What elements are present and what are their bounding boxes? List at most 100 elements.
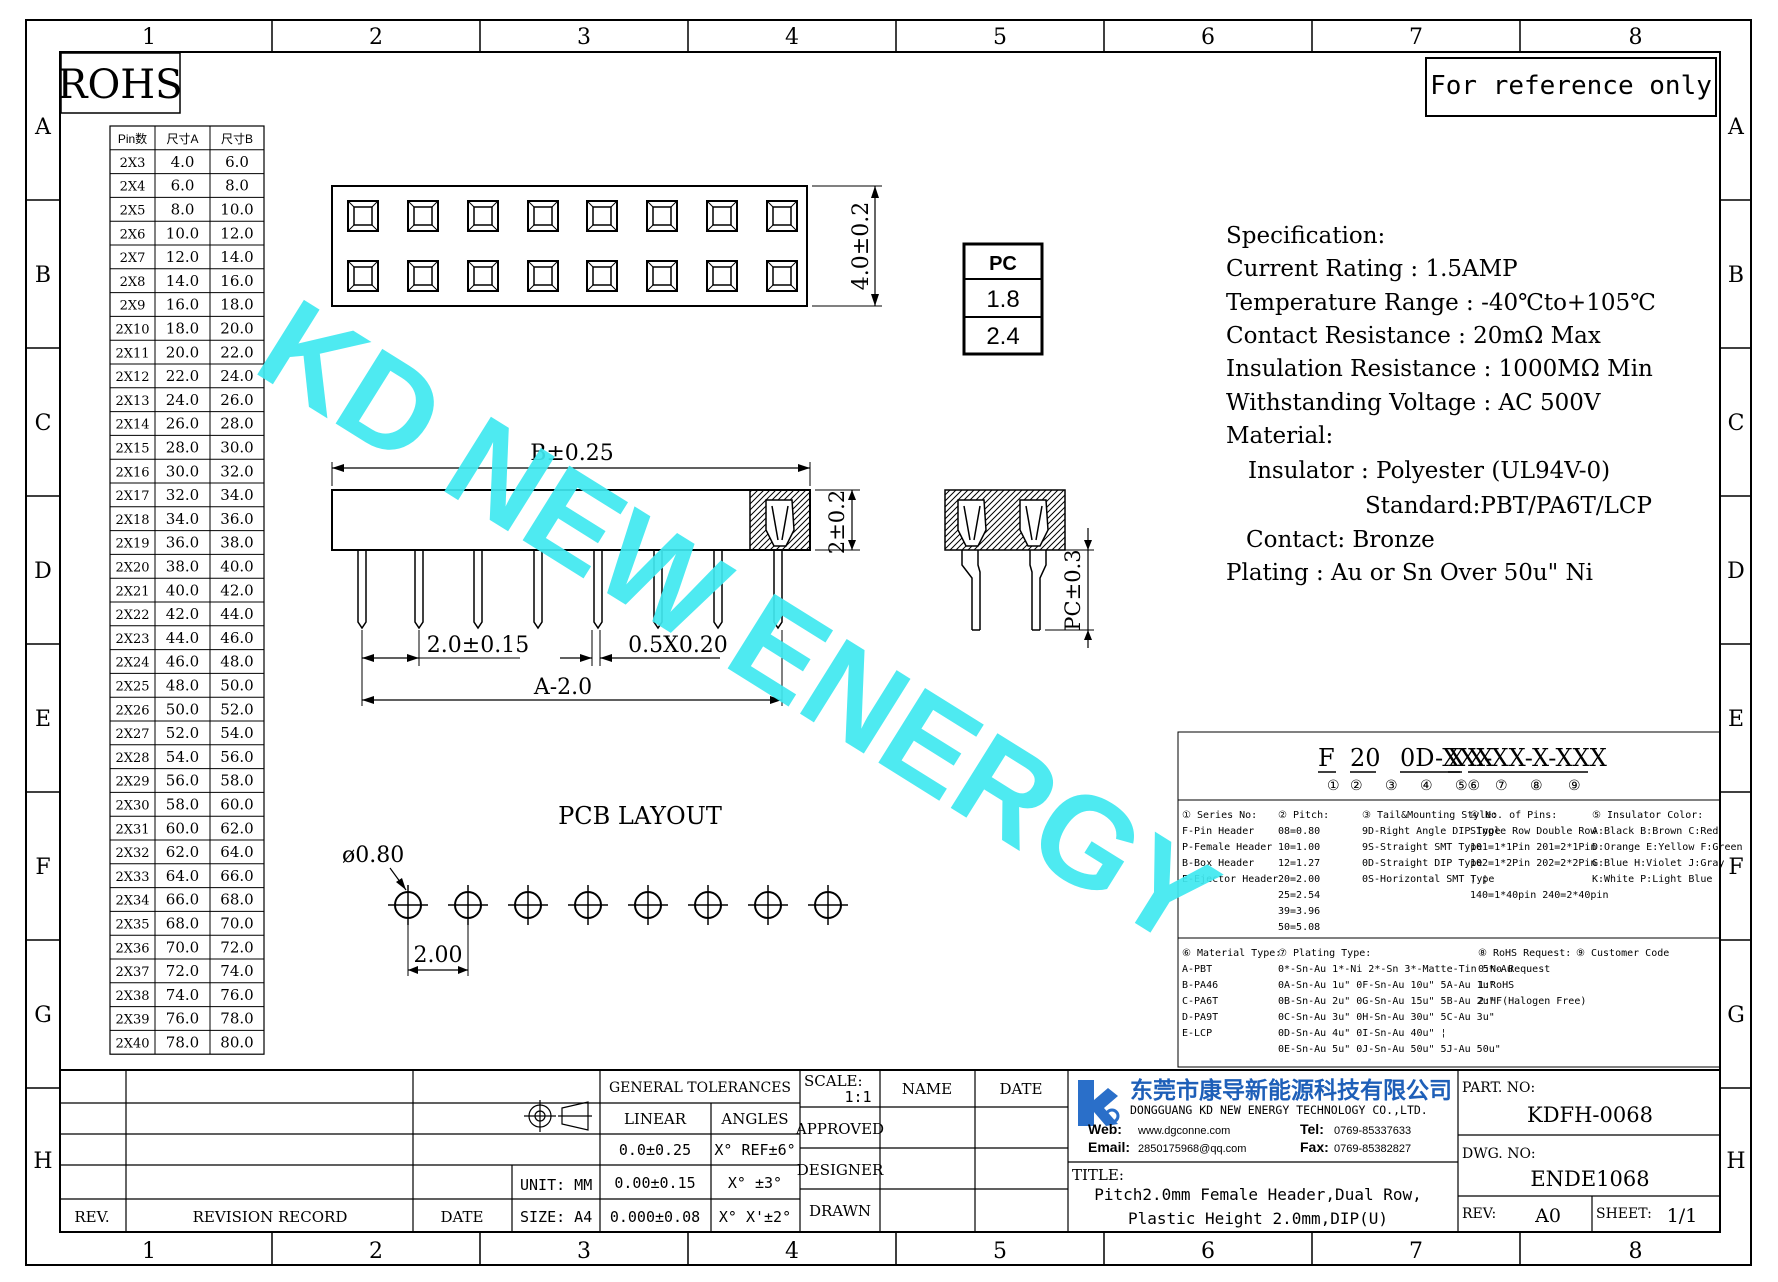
legend-line: 0:No Request [1478,964,1550,975]
spec-line: Plating : Au or Sn Over 50u" Ni [1226,560,1593,586]
part-code-number: ⑨ [1568,777,1581,793]
legend-line: 0D-Straight DIP Type [1362,858,1482,869]
contact-cell [467,260,499,292]
linear-3: 0.000±0.08 [610,1208,700,1226]
legend-line: ⑦ Plating Type: [1278,948,1371,959]
pcb-layout-label: PCB LAYOUT [558,802,722,830]
legend-line: P-Female Header [1182,842,1272,853]
legend-line: 1:RoHS [1478,980,1514,991]
side-pin [473,550,483,630]
dim-table-cell: 20.0 [166,343,199,361]
layout-pitch-dim: 2.00 [414,943,463,968]
dim-table-cell: 2X9 [120,299,146,314]
contact-cell-inner [652,206,672,226]
dim-table-cell: 2X17 [115,489,149,504]
dim-table-cell: 20.0 [220,320,253,338]
dim-table-cell: 10.0 [166,224,199,242]
dim-table-cell: 38.0 [220,534,253,552]
dim-table-cell: 46.0 [166,653,199,671]
contact-cell [347,260,379,292]
dim-table-cell: 2X24 [115,656,149,671]
dwg-no-label: DWG. NO: [1462,1146,1536,1162]
part-code-segment: X-XX-X-XXX [1468,744,1607,772]
spec-line: Material: [1226,423,1333,449]
dim-table-cell: 14.0 [166,272,199,290]
legend-line: A:Black B:Brown C:Red [1592,826,1718,837]
pc-table: PC 1.8 2.4 [962,242,1044,356]
contact-cell [347,200,379,232]
name-label: NAME [902,1080,952,1098]
dim-table-cell: 42.0 [166,605,199,623]
legend-line: ③ Tail&Mounting Style: [1362,810,1497,821]
zone-row-label: E [1728,707,1744,732]
dim-table-cell: 2X3 [120,156,146,171]
legend-line: F-Pin Header [1182,826,1254,837]
legend-line: 0E-Sn-Au 5u" 0J-Sn-Au 50u" 5J-Au 50u" [1278,1044,1501,1055]
email-value: 2850175968@qq.com [1138,1143,1246,1155]
dim-table-cell: 34.0 [166,510,199,528]
legend-line: 0C-Sn-Au 3u" 0H-Sn-Au 30u" 5C-Au 3u" [1278,1012,1495,1023]
contact-cell [407,200,439,232]
legend-line: 25=2.54 [1278,890,1320,901]
contact-cell [527,200,559,232]
dim-table-cell: 40.0 [220,558,253,576]
dim-table-cell: 52.0 [166,724,199,742]
height-side-dim: 2±0.2 [825,490,849,554]
zone-row-label: G [1727,1003,1745,1028]
zone-row-label: A [1727,115,1745,140]
side-pin [713,550,723,630]
legend-line: K:White P:Light Blue [1592,874,1712,885]
contact-cell [467,200,499,232]
dim-table-cell: 54.0 [220,724,253,742]
dim-table-cell: 12.0 [166,248,199,266]
dim-table-cell: 6.0 [171,177,195,195]
dim-table-cell: 2X22 [115,608,149,623]
linear-label: LINEAR [624,1110,687,1128]
fax-value: 0769-85382827 [1334,1143,1411,1155]
unit-label: UNIT: MM [520,1176,592,1194]
dim-table-cell: 78.0 [220,1010,253,1028]
rev-no-value: A0 [1534,1205,1561,1227]
legend-line: 140=1*40pin 240=2*40pin [1470,890,1608,901]
tel-value: 0769-85337633 [1334,1125,1411,1137]
dim-table-cell: 74.0 [220,962,253,980]
dim-table-cell: 2X27 [115,727,149,742]
rohs-label: ROHS [57,62,182,108]
part-code-number: ① [1327,777,1340,793]
designer-label: DESIGNER [797,1161,884,1179]
dim-table-cell: 32.0 [166,486,199,504]
projection-symbol [524,1100,592,1132]
side-pin [357,550,367,630]
dim-table-cell: 2X34 [115,894,149,909]
sheet-label: SHEET: [1596,1206,1652,1222]
dim-table-cell: 2X36 [115,941,149,956]
dim-table-cell: 22.0 [220,343,253,361]
dim-table-cell: 52.0 [220,700,253,718]
dim-table-cell: 68.0 [166,915,199,933]
dim-table-cell: 2X4 [120,180,146,195]
legend-line: 39=3.96 [1278,906,1320,917]
title-label: TITLE: [1072,1166,1124,1184]
legend-line: ⑤ Insulator Color: [1592,810,1703,821]
dim-table-cell: 56.0 [220,748,253,766]
pin-dimension: 0.5X0.20 [628,633,728,658]
dim-table-cell: 42.0 [220,581,253,599]
dim-table-cell: 2X11 [115,346,149,361]
dim-table-cell: 50.0 [166,700,199,718]
dim-table-cell: 60.0 [166,819,199,837]
legend-line: D:Orange E:Yellow F:Green [1592,842,1743,853]
rev-label: REV. [74,1208,109,1226]
part-code-number: ⑦ [1495,777,1508,793]
dim-table-cell: 2X16 [115,465,149,480]
zone-row-label: E [35,707,51,732]
dim-table-cell: 58.0 [220,772,253,790]
legend-line: C-PA6T [1182,996,1218,1007]
zone-column-label: 6 [1201,25,1215,50]
dim-table-cell: 2X19 [115,537,149,552]
dim-table-cell: 2X15 [115,442,149,457]
zone-column-label: 3 [577,1239,591,1264]
title-line-1: Pitch2.0mm Female Header,Dual Row, [1094,1185,1422,1204]
dim-table-cell: 26.0 [166,415,199,433]
